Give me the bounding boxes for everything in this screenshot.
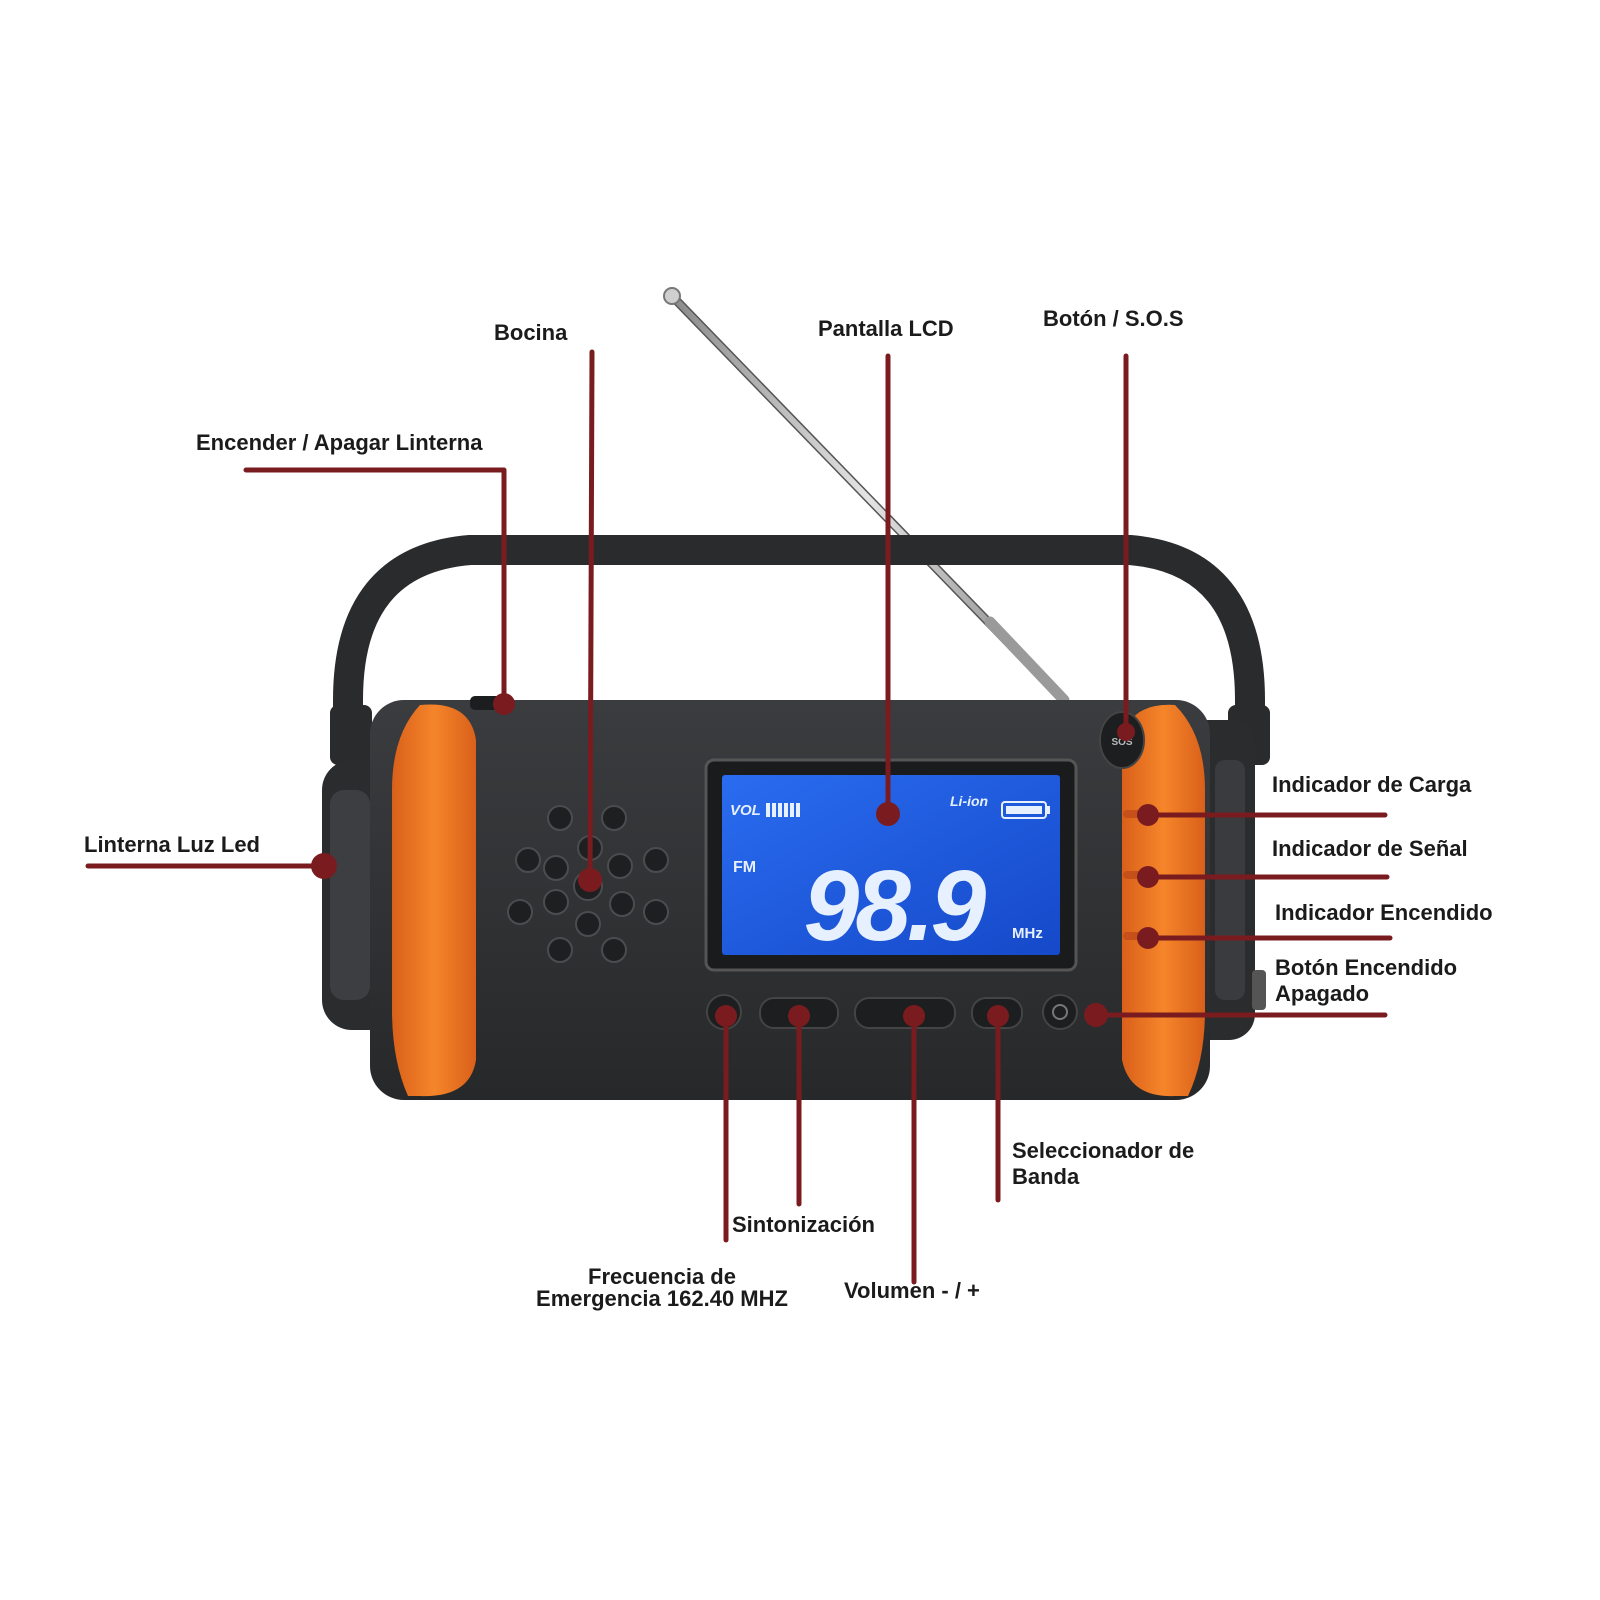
label-indicador-senal: Indicador de Señal	[1272, 836, 1468, 861]
lcd-volume-bars	[766, 803, 800, 817]
power-button[interactable]	[1042, 994, 1078, 1030]
label-boton-sos: Botón / S.O.S	[1043, 306, 1184, 331]
lcd-unit: MHz	[1012, 925, 1043, 942]
label-frecuencia-emergencia: Frecuencia de Emergencia 162.40 MHZ	[512, 1264, 812, 1312]
label-indicador-encendido: Indicador Encendido	[1275, 900, 1493, 925]
left-orange-bumper	[392, 704, 476, 1097]
sos-button-text: SOS	[1111, 737, 1132, 748]
leader-dots	[311, 693, 1159, 1027]
leader-lines	[85, 349, 1393, 1285]
lcd-band: FM	[733, 859, 756, 876]
lcd-battery-icon	[1001, 801, 1050, 819]
label-emergencia-line1: Frecuencia de	[588, 1264, 736, 1289]
label-boton-encendido: Botón Encendido Apagado	[1275, 955, 1457, 1007]
label-boton-encendido-line2: Apagado	[1275, 981, 1370, 1006]
lcd-screen: VOL Li-ion FM 98.9 MHz	[704, 758, 1078, 972]
label-bocina: Bocina	[494, 320, 568, 345]
label-indicador-carga: Indicador de Carga	[1272, 772, 1472, 797]
antenna	[663, 287, 1070, 706]
label-banda-line2: Banda	[1012, 1164, 1080, 1189]
label-seleccionador-banda: Seleccionador de Banda	[1012, 1138, 1194, 1190]
label-emergencia-line2: Emergencia 162.40 MHZ	[536, 1286, 788, 1311]
lcd-vol-label: VOL	[730, 802, 761, 819]
label-boton-encendido-line1: Botón Encendido	[1275, 955, 1458, 980]
label-encender-linterna: Encender / Apagar Linterna	[196, 430, 483, 455]
label-sintonizacion: Sintonización	[732, 1212, 875, 1237]
label-pantalla-lcd: Pantalla LCD	[818, 316, 954, 341]
label-banda-line1: Seleccionador de	[1012, 1138, 1195, 1163]
lcd-battery-label: Li-ion	[950, 793, 988, 809]
carry-handle	[330, 535, 1270, 765]
right-orange-bumper	[1122, 704, 1205, 1097]
label-linterna-led: Linterna Luz Led	[84, 832, 260, 857]
label-volumen: Volumen - / +	[844, 1278, 980, 1303]
lcd-frequency: 98.9	[804, 850, 987, 962]
